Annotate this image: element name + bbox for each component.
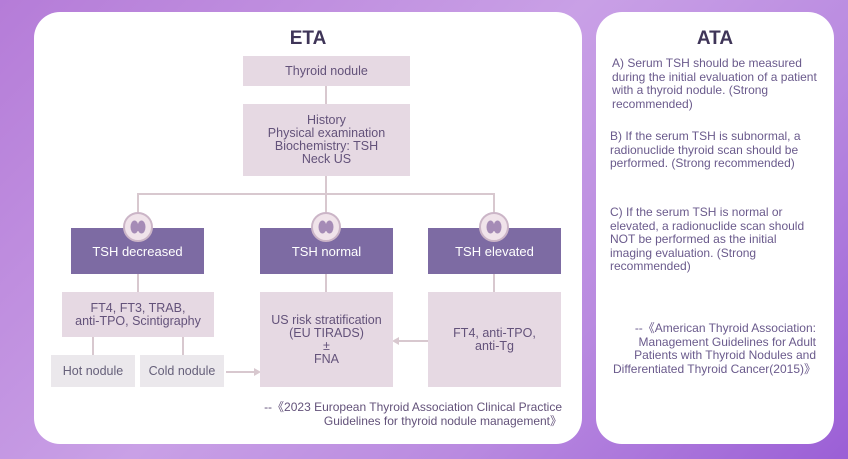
thyroid-icon: [311, 212, 341, 242]
connector: [325, 274, 327, 292]
arrow-head: [392, 337, 399, 345]
connector: [137, 193, 495, 195]
ata-item-c: C) If the serum TSH is normal or elevate…: [610, 205, 805, 273]
connector: [325, 176, 327, 194]
connector: [182, 337, 184, 355]
connector: [493, 193, 495, 228]
decreased-tests-box: FT4, FT3, TRAB, anti-TPO, Scintigraphy: [62, 292, 214, 337]
ata-panel: [596, 12, 834, 444]
normal-action-box: US risk stratification (EU TIRADS) ± FNA: [260, 292, 393, 387]
eta-reference: --《2023 European Thyroid Association Cli…: [264, 400, 562, 428]
connector: [137, 274, 139, 292]
cold-nodule-box: Cold nodule: [140, 355, 224, 387]
workup-box: History Physical examination Biochemistr…: [243, 104, 410, 176]
connector: [137, 193, 139, 228]
ata-item-b: B) If the serum TSH is subnormal, a radi…: [610, 129, 801, 170]
eta-title: ETA: [289, 28, 327, 49]
thyroid-icon: [479, 212, 509, 242]
thyroid-nodule-box: Thyroid nodule: [243, 56, 410, 86]
hot-nodule-box: Hot nodule: [51, 355, 135, 387]
ata-title: ATA: [696, 28, 734, 49]
thyroid-icon: [123, 212, 153, 242]
ata-reference: --《American Thyroid Association: Managem…: [613, 321, 816, 376]
elevated-tests-box: FT4, anti-TPO, anti-Tg: [428, 292, 561, 387]
connector: [325, 193, 327, 228]
connector: [493, 274, 495, 292]
connector: [325, 86, 327, 104]
arrow-head: [254, 368, 261, 376]
arrow-line: [226, 371, 256, 373]
connector: [92, 337, 94, 355]
ata-item-a: A) Serum TSH should be measured during t…: [612, 56, 817, 111]
arrow-line: [398, 340, 428, 342]
